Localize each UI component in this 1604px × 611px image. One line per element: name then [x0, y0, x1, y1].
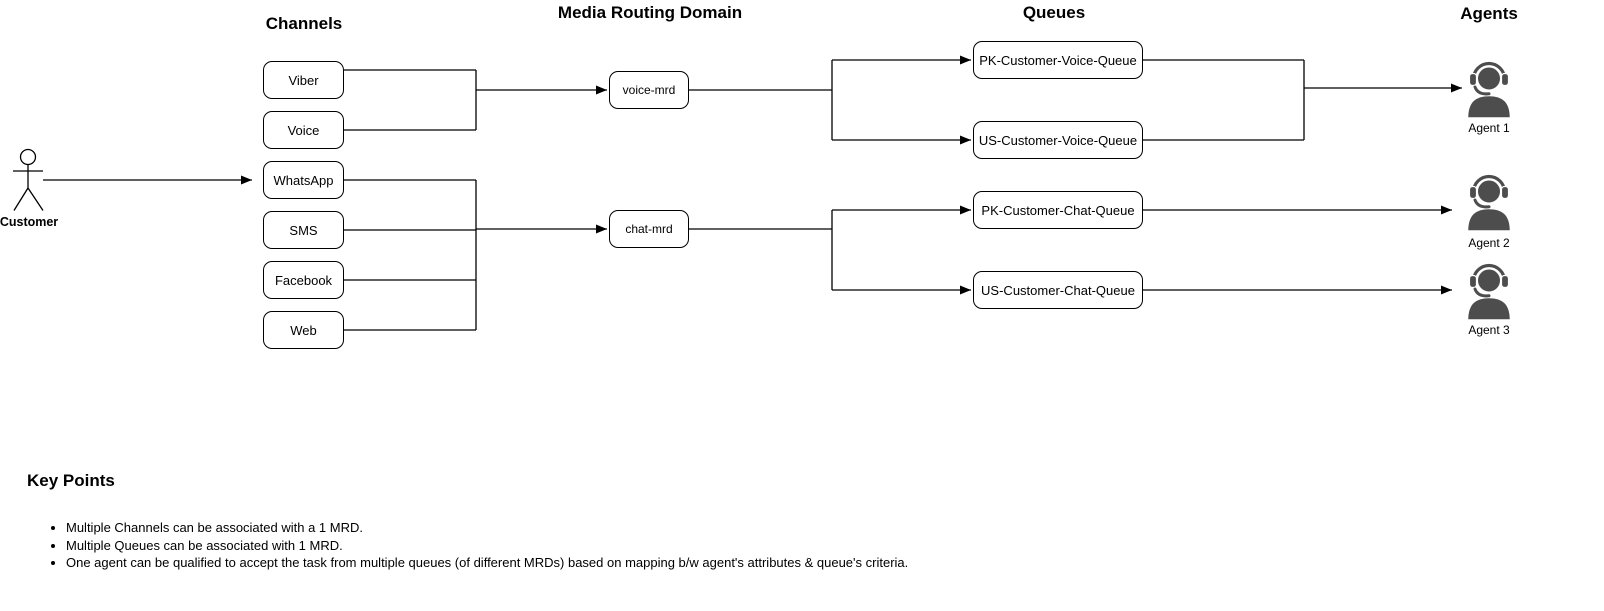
agent1-label: Agent 1 — [1468, 121, 1510, 135]
queue-box-pk-voice: PK-Customer-Voice-Queue — [973, 41, 1143, 79]
channel-box-facebook: Facebook — [263, 261, 344, 299]
queue-box-us-chat: US-Customer-Chat-Queue — [973, 271, 1143, 309]
heading-channels: Channels — [265, 14, 343, 33]
mrd-box-chat: chat-mrd — [609, 210, 689, 248]
diagram-connectors — [43, 55, 1462, 331]
agent2-label: Agent 2 — [1468, 236, 1510, 250]
channel-box-whatsapp: WhatsApp — [263, 161, 344, 199]
heading-queues: Queues — [1022, 3, 1086, 22]
customer-label: Customer — [0, 215, 59, 229]
key-points-title: Key Points — [27, 471, 115, 490]
queue-box-us-voice: US-Customer-Voice-Queue — [973, 121, 1143, 159]
channel-box-sms: SMS — [263, 211, 344, 249]
agent1-headset-person-icon — [1465, 60, 1513, 118]
customer-actor-figure — [13, 148, 44, 211]
key-point-item: One agent can be qualified to accept the… — [66, 554, 908, 572]
channel-box-viber: Viber — [263, 61, 344, 99]
key-point-item: Multiple Queues can be associated with 1… — [66, 537, 908, 555]
channel-box-web: Web — [263, 311, 344, 349]
queue-box-pk-chat: PK-Customer-Chat-Queue — [973, 191, 1143, 229]
key-points-list: Multiple Channels can be associated with… — [40, 519, 908, 572]
agent3-label: Agent 3 — [1468, 323, 1510, 337]
key-point-item: Multiple Channels can be associated with… — [66, 519, 908, 537]
mrd-box-voice: voice-mrd — [609, 71, 689, 109]
agent3-headset-person-icon — [1465, 262, 1513, 320]
heading-media-routing-domain: Media Routing Domain — [557, 3, 743, 22]
agent2-headset-person-icon — [1465, 173, 1513, 231]
channel-box-voice: Voice — [263, 111, 344, 149]
heading-agents: Agents — [1460, 4, 1518, 23]
